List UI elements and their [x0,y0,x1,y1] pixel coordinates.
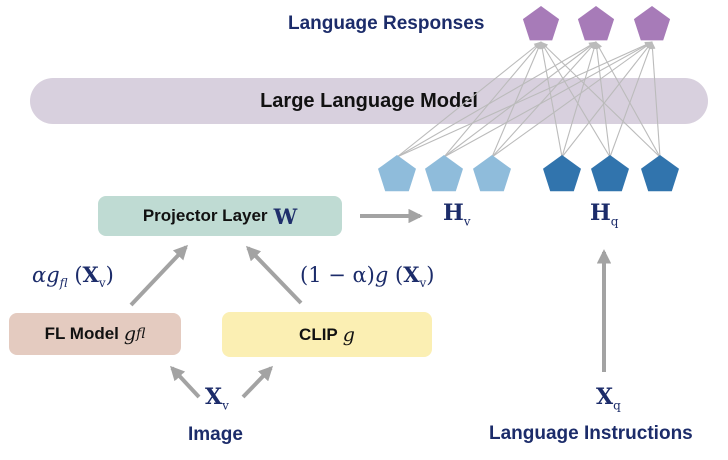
fl-open-paren: ( [67,263,83,287]
hq-symbol: H [590,200,611,226]
connector-line [609,41,653,158]
clip-x-symbol: X [403,262,420,287]
xq-subscript: q [613,398,621,413]
xv-symbol: X [205,384,223,410]
response-tokens [522,6,671,41]
arrow-clip-to-projector [246,245,303,305]
visual-tokens [378,155,511,192]
clip-close-paren: ) [426,263,435,287]
query-tokens [543,155,679,192]
connector-line [649,41,661,158]
xv-label: Xv [205,384,229,412]
token-connectors [396,41,661,158]
connector-line [540,41,661,158]
clip-symbol: g [342,323,355,346]
language-instructions-title: Language Instructions [489,423,693,444]
llm-block: Large Language Model [30,78,708,124]
connector-line [595,41,661,158]
visual-token-2 [425,155,463,192]
arrow-fl-to-projector [129,244,188,307]
fl-x-symbol: X [82,262,99,287]
visual-token-1 [378,155,416,192]
connector-line [396,41,542,158]
connector-line [443,41,597,158]
fl-x-subscript: v [98,276,106,291]
connector-line [396,41,597,158]
fl-model-symbol: g [123,323,137,345]
query-token-3 [641,155,679,192]
projector-label: Projector Layer [142,206,268,225]
hq-label: Hq [590,200,618,228]
clip-weight-expression: (1 − α)g (Xv) [300,262,434,290]
connector-line [491,41,542,158]
fl-g-subscript: fl [59,276,68,291]
connector-line [540,41,611,158]
alpha-symbol: α [32,263,47,287]
hv-label: Hv [443,200,471,228]
clip-coefficient: (1 − α) [300,263,375,287]
flow-arrows [129,208,612,399]
connector-line [396,41,653,158]
fl-model-label: FL Model [44,324,119,343]
image-title: Image [188,424,243,445]
projector-layer-block: Projector Layer W [98,196,342,236]
connector-line [443,41,542,158]
xq-label: Xq [596,384,621,412]
clip-x-subscript: v [419,276,427,291]
response-token-3 [633,6,671,41]
arrow-xv-to-clip [241,365,274,399]
hv-subscript: v [463,214,471,229]
connector-line [443,41,653,158]
response-token-1 [522,6,560,41]
clip-label: CLIP [299,324,338,344]
clip-block: CLIP g [222,312,432,357]
fl-weight-expression: αgfl (Xv) [32,262,114,290]
projector-symbol: W [273,203,298,229]
clip-g-symbol: g [374,263,389,287]
connector-line [491,41,653,158]
xv-subscript: v [222,398,229,413]
hv-symbol: H [443,200,464,226]
fl-model-subscript: fl [136,326,146,342]
hq-subscript: q [610,214,619,229]
query-token-2 [591,155,629,192]
arrow-xv-to-fl [170,365,201,399]
connector-line [561,41,597,158]
fl-g-symbol: g [46,263,60,287]
xq-symbol: X [596,384,614,410]
fl-close-paren: ) [105,263,114,287]
language-responses-title: Language Responses [288,13,485,34]
visual-token-3 [473,155,511,192]
connector-line [491,41,597,158]
clip-open-paren: ( [388,263,404,287]
connector-line [593,41,611,158]
connector-line [561,41,653,158]
response-token-2 [577,6,615,41]
query-token-1 [543,155,581,192]
llm-label: Large Language Model [260,89,478,112]
connector-line [539,41,563,158]
